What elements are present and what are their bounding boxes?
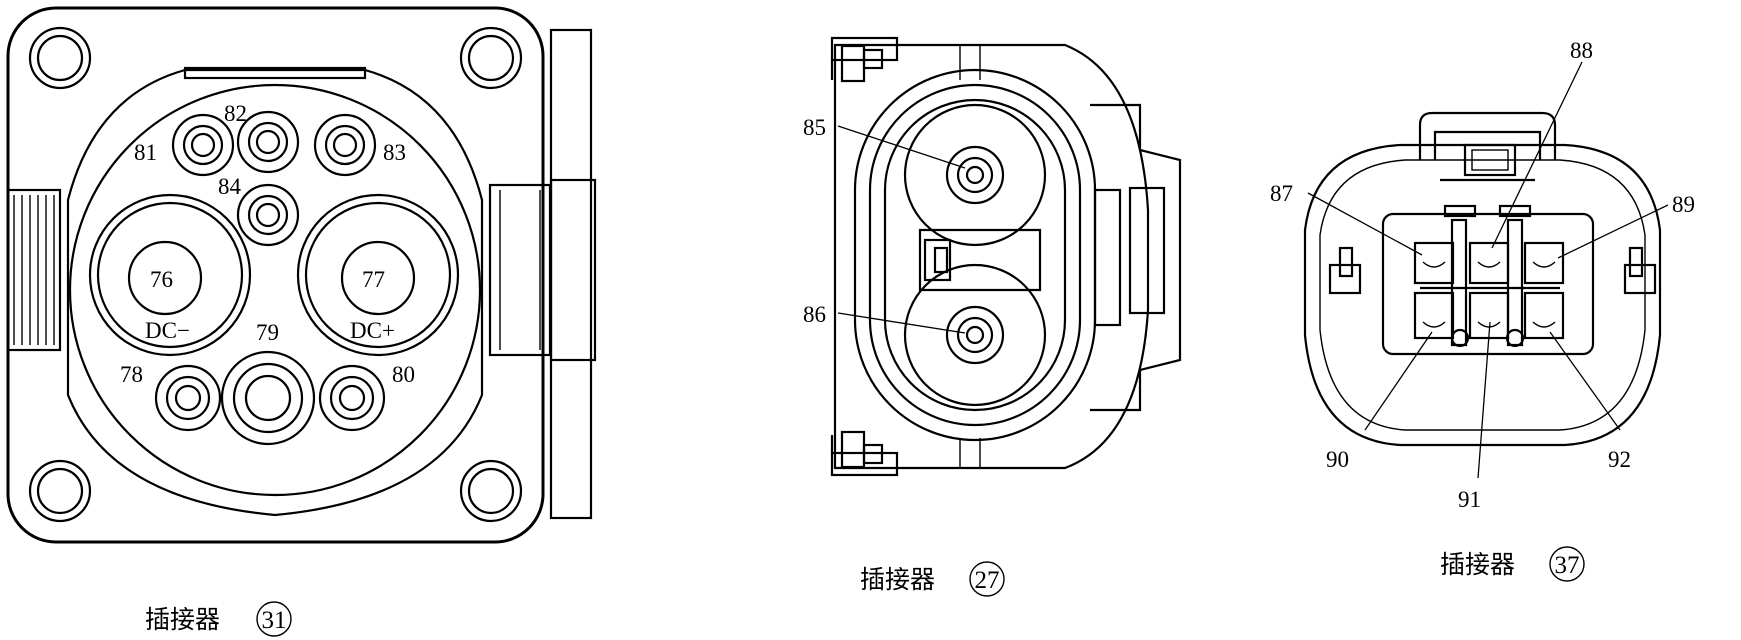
connector-31: 81 82 83 84 76 77 78 79 80 DC− DC+ 插接器 3… (6, 6, 597, 637)
dc-minus-label: DC− (145, 318, 190, 343)
pin-label: 87 (1270, 181, 1293, 206)
pin-86-leader (837, 312, 966, 334)
pin-label: 80 (392, 362, 415, 387)
pin-87-leader (1307, 192, 1423, 256)
connector-31-mount-hole-tr (459, 26, 523, 90)
pin-label: 86 (803, 302, 826, 327)
pin-label: 89 (1672, 192, 1695, 217)
dc-plus-label: DC+ (350, 318, 395, 343)
connector-27-shoulder (1090, 103, 1182, 412)
pin-92-leader (1549, 331, 1621, 431)
svg-text:插接器: 插接器 (145, 606, 220, 634)
pin-89-leader (1557, 204, 1669, 259)
svg-text:插接器: 插接器 (860, 566, 935, 594)
svg-text:31: 31 (262, 607, 287, 634)
connector-37-top-lock (1418, 111, 1557, 182)
connector-31-flange (6, 6, 545, 544)
connector-31-rib-latch (6, 188, 62, 352)
connector-31-side-latch (488, 28, 597, 520)
pin-80 (318, 364, 386, 432)
pin-label: 85 (803, 115, 826, 140)
pin-label: 88 (1570, 38, 1593, 63)
connector-31-mount-hole-bl (28, 459, 92, 523)
pin-84 (236, 183, 300, 247)
connector-31-mount-hole-br (459, 459, 523, 523)
pin-label: 76 (150, 267, 173, 292)
connector-27-bottom-clip (830, 430, 981, 477)
pin-label: 79 (256, 320, 279, 345)
svg-text:27: 27 (975, 567, 1000, 594)
connector-31-key-slot (183, 66, 367, 80)
connector-31-mount-hole-tl (28, 26, 92, 90)
pin-78 (154, 364, 222, 432)
pin-label: 78 (120, 362, 143, 387)
connector-27-seal-outer (853, 68, 1097, 442)
pin-83 (313, 113, 377, 177)
connector-37-caption: 插接器 37 (1440, 546, 1585, 582)
connector-27-caption: 插接器 27 (860, 561, 1005, 597)
connector-27-body (833, 43, 1150, 470)
connector-27: 85 86 插接器 27 (803, 36, 1182, 597)
pin-label: 84 (218, 174, 242, 199)
svg-text:插接器: 插接器 (1440, 551, 1515, 579)
connector-31-caption: 插接器 31 (145, 601, 292, 637)
pin-76 (88, 193, 252, 357)
pin-90-leader (1364, 331, 1433, 431)
connector-27-seal-inner (883, 98, 1067, 412)
pin-label: 82 (224, 101, 247, 126)
pin-85 (903, 103, 1047, 247)
pin-88-leader (1491, 61, 1583, 249)
pin-79 (220, 350, 316, 446)
connector-27-top-clip (830, 36, 981, 83)
connector-31-face (68, 83, 482, 497)
pin-label: 90 (1326, 447, 1349, 472)
pin-82 (236, 110, 300, 174)
pin-85-leader (837, 125, 966, 169)
pin-label: 81 (134, 140, 157, 165)
pin-91-leader (1477, 321, 1491, 479)
pin-77 (296, 193, 460, 357)
svg-text:37: 37 (1555, 552, 1580, 579)
terminal-row-top (1413, 241, 1565, 285)
pin-86 (903, 263, 1047, 407)
connector-27-seal-mid (868, 83, 1082, 427)
pin-label: 92 (1608, 447, 1631, 472)
connector-37: 88 87 89 90 91 92 插接器 37 (1270, 38, 1695, 582)
pin-label: 91 (1458, 487, 1481, 512)
connector-37-shell-inner (1319, 159, 1646, 431)
connector-37-shell (1303, 143, 1662, 447)
connector-31-housing (66, 68, 484, 517)
pin-81 (171, 113, 235, 177)
pin-label: 77 (362, 267, 385, 292)
pin-label: 83 (383, 140, 406, 165)
